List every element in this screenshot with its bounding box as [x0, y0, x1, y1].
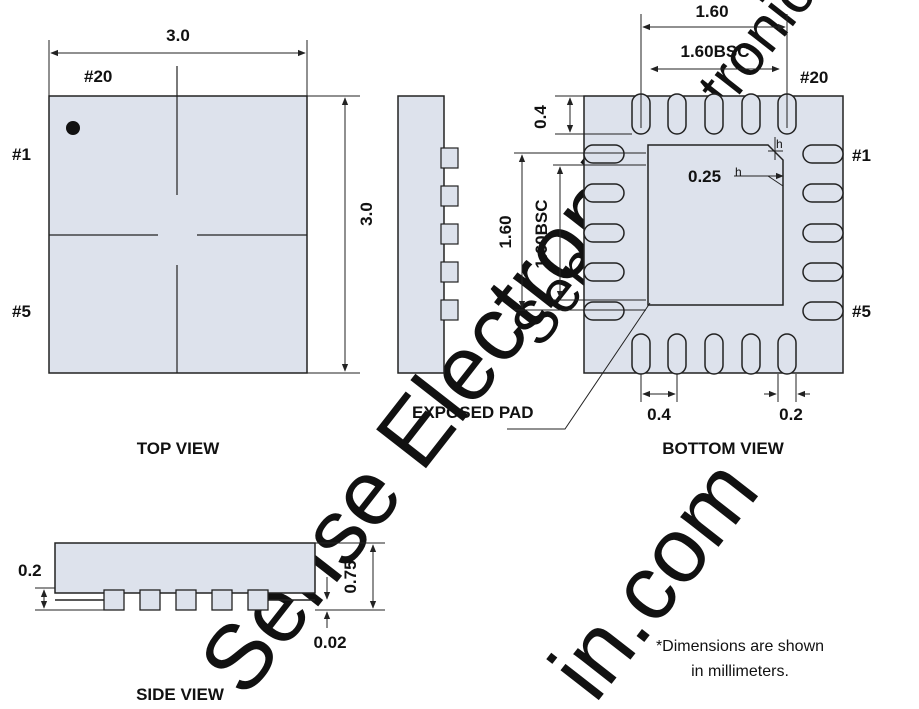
bottom-dim-left-bsc: 1.60BSC: [532, 200, 551, 269]
top-view: 3.0 3.0 #20 #1 #5 TOP VIEW: [12, 26, 376, 458]
bottom-pin20-label: #20: [800, 68, 828, 87]
top-view-caption: TOP VIEW: [137, 439, 220, 458]
bottom-view: 1.60 1.60BSC #20 0.4 1.60 1.60BSC h 0.25…: [412, 2, 871, 458]
exposed-pad: [647, 144, 784, 306]
side-view: 0.75 0.02 0.2 SIDE VIEW: [18, 542, 385, 704]
side-view-body: [54, 542, 316, 594]
top-width-dim: 3.0: [166, 26, 190, 45]
side-dim-standoff: 0.2: [18, 561, 42, 580]
side-terminals: [103, 589, 269, 611]
dimension-note-line1: *Dimensions are shown: [656, 638, 824, 655]
top-pin1-label: #1: [12, 145, 31, 164]
right-pads: [802, 144, 844, 321]
top-pin20-label: #20: [84, 67, 112, 86]
pin1-marker-dot: [66, 121, 80, 135]
side-dim-height: 0.75: [341, 560, 360, 593]
bottom-dim-h2: h: [735, 165, 742, 179]
bottom-pin1-label: #1: [852, 146, 871, 165]
exposed-pad-label: EXPOSED PAD: [412, 403, 534, 422]
top-pin5-label: #5: [12, 302, 31, 321]
top-pads: [631, 93, 797, 135]
dimension-note-line2: in millimeters.: [691, 663, 789, 680]
side-view-caption: SIDE VIEW: [136, 685, 225, 704]
bottom-dim-chamfer: 0.25: [688, 167, 721, 186]
bottom-dim-pad-pitch-top: 0.4: [531, 105, 550, 129]
bottom-dim-pitch: 0.4: [647, 405, 671, 424]
edge-view-body: [397, 95, 445, 374]
bottom-dim-pad-width: 0.2: [779, 405, 803, 424]
bottom-view-caption: BOTTOM VIEW: [662, 439, 784, 458]
edge-view: [397, 95, 459, 374]
side-dim-terminal: 0.02: [313, 633, 346, 652]
bottom-dim-h1: h: [776, 137, 783, 151]
top-height-dim: 3.0: [357, 202, 376, 226]
bottom-dim-top-outer: 1.60: [695, 2, 728, 21]
bottom-dim-top-bsc: 1.60BSC: [681, 42, 750, 61]
bottom-pin5-label: #5: [852, 302, 871, 321]
left-pads: [583, 144, 625, 321]
bottom-pads: [631, 333, 797, 375]
bottom-dim-left-outer: 1.60: [496, 215, 515, 248]
